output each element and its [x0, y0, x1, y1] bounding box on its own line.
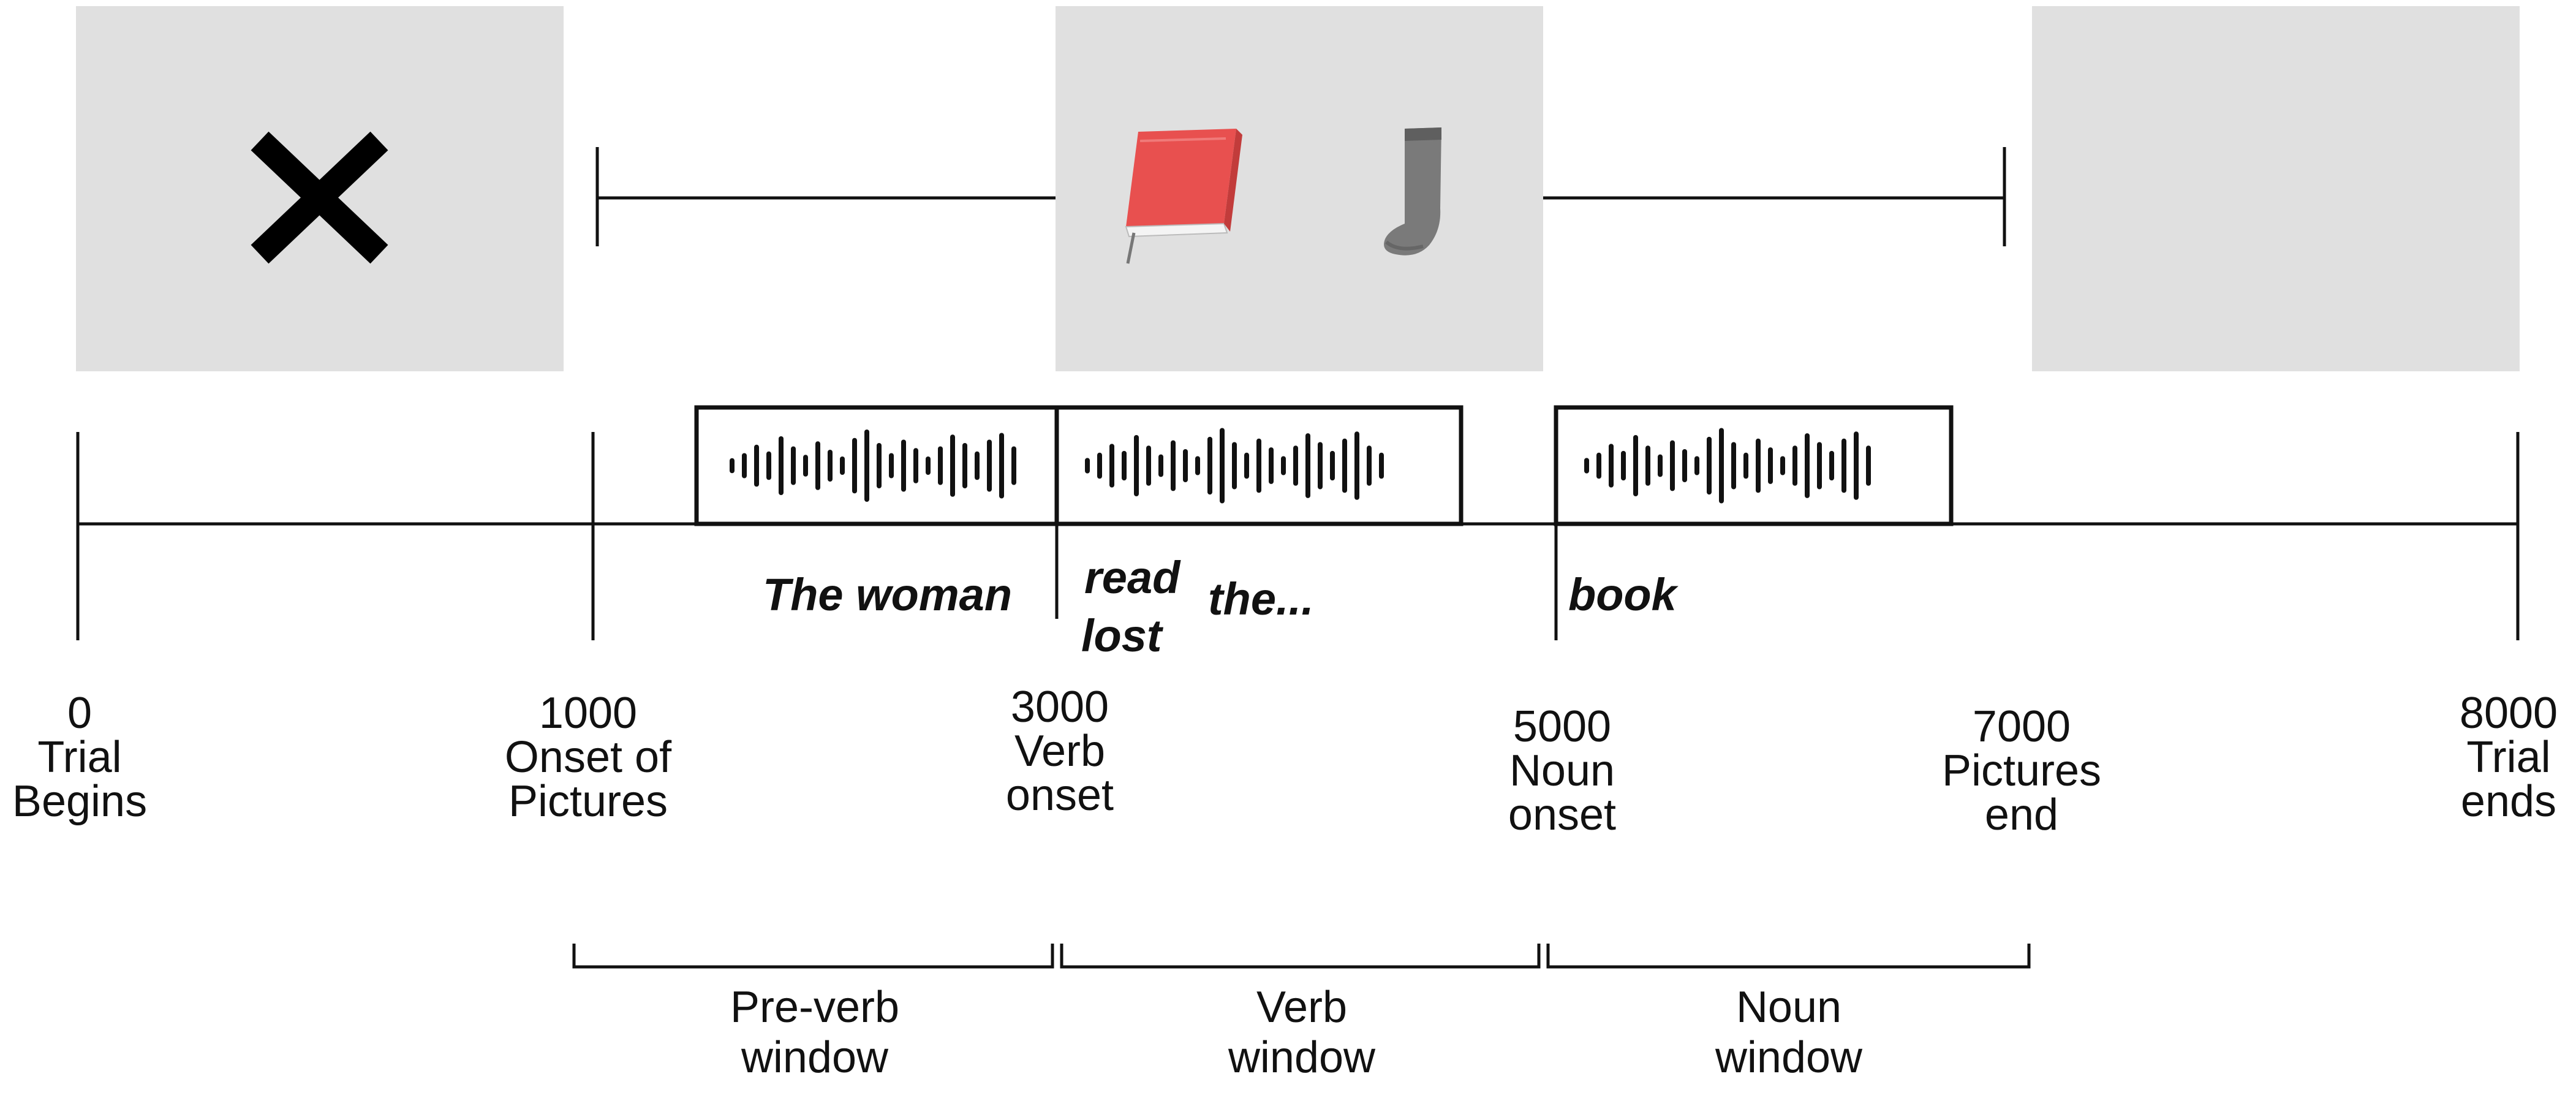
event-label-1000: 1000 Onset of Pictures — [504, 689, 672, 826]
sound-waveform-icon — [730, 430, 1016, 502]
red-book-icon — [1125, 129, 1242, 264]
audio-box-noun — [1554, 405, 1954, 526]
word-noun: book — [1568, 569, 1677, 620]
word-subject: The woman — [763, 569, 1013, 620]
analysis-window-brackets — [572, 944, 2031, 969]
picture-duration-bar — [595, 147, 2006, 246]
event-label-5000: 5000 Noun onset — [1508, 702, 1617, 839]
bracket-noun — [1546, 944, 2031, 969]
sound-waveform-icon — [1584, 428, 1871, 504]
sound-waveform-icon — [1085, 428, 1384, 504]
grey-sock-icon — [1384, 127, 1441, 256]
window-label-pre-verb: Pre-verb window — [730, 983, 900, 1082]
event-label-8000: 8000 Trial ends — [2459, 689, 2558, 826]
word-verb-lost: lost — [1081, 610, 1162, 661]
window-label-verb: Verb window — [1228, 983, 1376, 1082]
picture-screen — [1056, 6, 1543, 371]
bracket-pre-verb — [572, 944, 1054, 969]
fixation-screen — [76, 6, 564, 371]
word-verb-read: read — [1084, 552, 1180, 603]
bracket-verb — [1060, 944, 1541, 969]
event-label-7000: 7000 Pictures end — [1941, 702, 2102, 839]
audio-boxes — [694, 405, 1954, 526]
window-label-noun: Noun window — [1715, 983, 1863, 1082]
event-label-3000: 3000 Verb onset — [1005, 683, 1114, 820]
word-determiner: the... — [1208, 574, 1314, 624]
blank-screen — [2032, 6, 2520, 371]
event-label-0: 0 Trial Begins — [12, 689, 148, 826]
fixation-cross-icon — [251, 131, 388, 264]
